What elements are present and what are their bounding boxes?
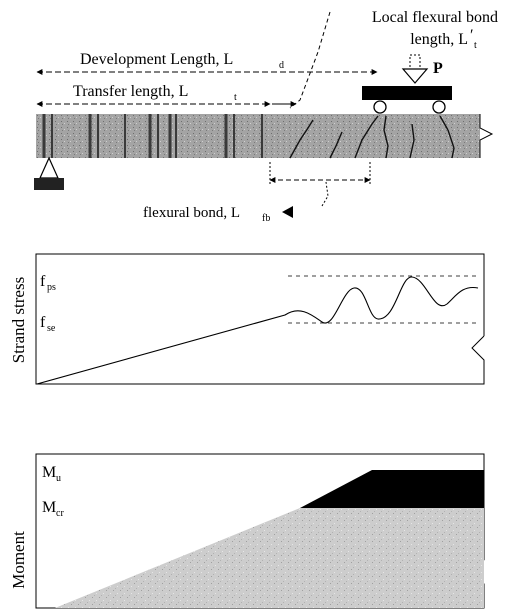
local-bond-leader (289, 11, 331, 109)
stress-plot-frame (35, 253, 485, 385)
development-length-label: Development Length, L (80, 51, 233, 68)
transfer-length-sub: t (234, 92, 237, 103)
fps-sub: ps (47, 282, 56, 293)
support-triangle (39, 156, 59, 179)
mcr-symbol: M (42, 499, 56, 516)
support-base (34, 178, 64, 190)
load-carriage (362, 86, 452, 100)
strand-stress-curve (36, 276, 479, 385)
flexural-bond-leader (321, 181, 329, 207)
beam-break-symbol (479, 114, 494, 158)
mu-symbol: M (42, 464, 56, 481)
fps-symbol: f (40, 273, 46, 290)
fse-symbol: f (40, 314, 46, 331)
mu-sub: u (56, 473, 61, 484)
fse-sub: se (47, 323, 56, 334)
beam-cracks (289, 115, 455, 159)
development-length-sub: d (279, 60, 284, 71)
strand-stress-plot: Strand stress f ps f se (9, 253, 486, 385)
local-flexural-bond-label-line2: length, L (410, 31, 468, 48)
stress-break-symbol (471, 335, 485, 384)
local-flexural-bond-sub: t (474, 40, 477, 51)
beam (36, 114, 480, 158)
load-label: P (433, 60, 443, 77)
carriage-wheel-right (432, 100, 446, 114)
moment-plot: Moment M u M cr (9, 453, 486, 609)
transfer-length-label: Transfer length, L (73, 83, 188, 100)
carriage-wheel-left (373, 100, 387, 114)
beam-section: Local flexural bond length, L ′ t P Deve… (34, 9, 498, 224)
local-flexural-bond-label-line1: Local flexural bond (372, 9, 498, 26)
local-flexural-bond-label-prime: ′ (470, 27, 474, 44)
flexural-bond-arrowhead (282, 206, 293, 218)
beam-strand-bands (42, 114, 263, 158)
moment-axis-label: Moment (9, 531, 28, 589)
flexural-bond-sub: fb (262, 213, 270, 224)
load-arrow (401, 54, 429, 84)
moment-region-uncracked (55, 508, 484, 608)
moment-region-cracked (300, 470, 484, 508)
stress-axis-label: Strand stress (9, 277, 28, 363)
mcr-sub: cr (56, 508, 64, 519)
flexural-bond-label: flexural bond, L (143, 205, 240, 221)
